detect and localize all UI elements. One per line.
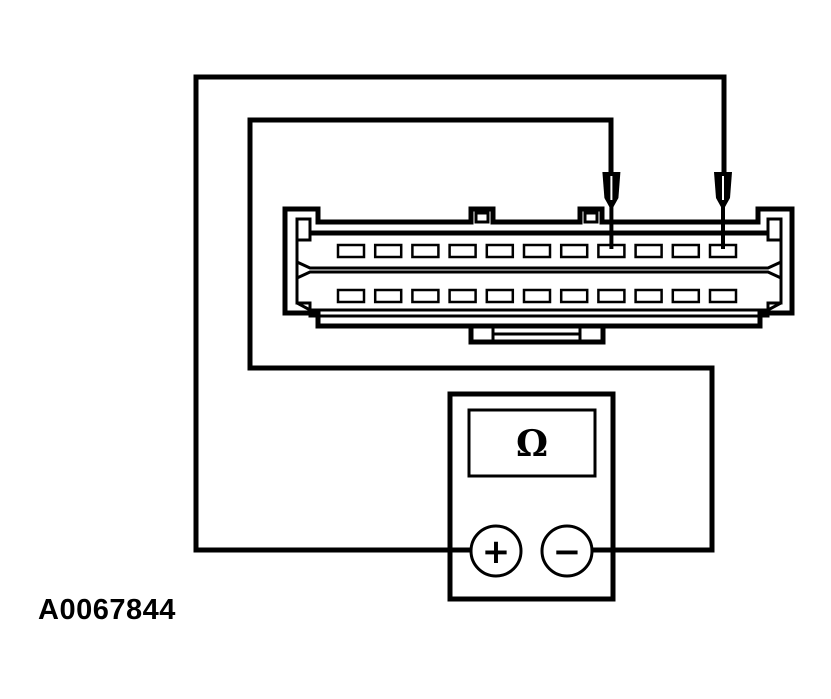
connector-pin-row1-2 [373, 243, 403, 259]
test-probes [602, 172, 732, 249]
connector-pin-row2-3 [411, 288, 440, 304]
connector-pin-row2-9 [634, 288, 663, 304]
connector-lower-row-cavity [295, 270, 783, 312]
connector-pin-row1-5 [485, 243, 515, 259]
connector-pin-row1-3 [411, 243, 440, 259]
connector-lower-pin-row [336, 288, 738, 304]
connector-pin-row1-9 [634, 243, 663, 259]
probe-meter-negative [602, 172, 621, 249]
connector-upper-pin-row [336, 243, 738, 259]
connector-pin-row1-1 [336, 243, 366, 259]
negative-terminal [540, 524, 594, 578]
connector-pin-row2-10 [671, 288, 701, 304]
connector-upper-row-cavity [295, 232, 783, 270]
connector-pin-row1-6 [522, 243, 552, 259]
connector-pin-row2-5 [485, 288, 515, 304]
positive-terminal [469, 524, 523, 578]
ohmmeter: Ω + − [447, 391, 616, 602]
probe-meter-positive [714, 172, 732, 249]
connector-top-latch-left [474, 211, 490, 224]
connector-pin-row2-8 [597, 288, 626, 304]
wire-positive-lead [193, 74, 727, 553]
negative-terminal-symbol: − [553, 532, 582, 572]
ohmmeter-display-symbol: Ω [516, 423, 548, 465]
positive-terminal-symbol: + [482, 532, 511, 572]
connector-pin-row1-10 [671, 243, 701, 259]
connector-shell [282, 206, 795, 329]
connector-bottom-latch [468, 323, 606, 345]
connector-pin-row2-1 [336, 288, 366, 304]
connector-pin-row2-4 [448, 288, 477, 304]
connector-pin-row2-2 [373, 288, 403, 304]
figure-id: A0067844 [38, 594, 176, 626]
connector-pin-row1-7 [559, 243, 589, 259]
connector-pin-row2-11 [708, 288, 738, 304]
connector-pin-row2-6 [522, 288, 552, 304]
wire-negative-lead [247, 117, 715, 553]
ohmmeter-display [467, 408, 597, 478]
connector-pin-row2-7 [559, 288, 589, 304]
ohmmeter-body [447, 391, 616, 602]
connector-top-latch-right [583, 211, 599, 224]
connector [282, 206, 795, 345]
connector-pin-row1-4 [448, 243, 477, 259]
